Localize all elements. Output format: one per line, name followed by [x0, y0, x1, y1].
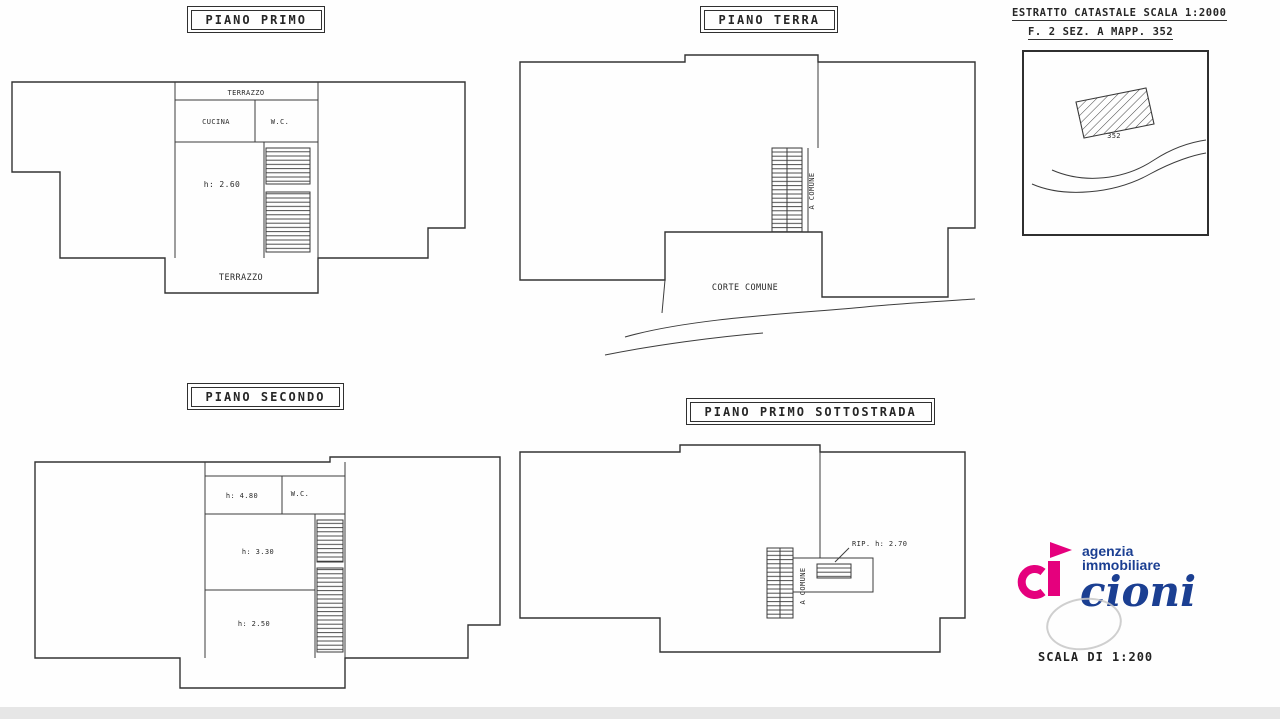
cadastral-map-drawing: 352	[1031, 87, 1207, 193]
agency-line2: immobiliare	[1082, 557, 1161, 573]
title-box-piano-primo: PIANO PRIMO	[187, 6, 326, 33]
outline-piano-secondo	[34, 456, 501, 689]
logo-c-shape	[1017, 565, 1046, 599]
outline-piano-primo	[11, 81, 466, 294]
agency-wordmark: agenzia immobiliare cioni	[1080, 543, 1197, 616]
label-cucina: CUCINA	[202, 118, 230, 126]
label-stair-comune-terra: A COMUNE	[808, 173, 816, 210]
agency-logo-icon	[1017, 542, 1072, 599]
label-stair-comune-sottostrada: A COMUNE	[799, 568, 807, 605]
label-height-260: h: 2.60	[204, 180, 241, 189]
title-text-piano-secondo: PIANO SECONDO	[190, 386, 341, 407]
stairs-piano-secondo	[316, 519, 344, 653]
label-height-250: h: 2.50	[238, 620, 270, 628]
label-rip-height: RIP. h: 2.70	[852, 540, 907, 548]
title-box-piano-terra: PIANO TERRA	[700, 6, 839, 33]
stairs-sottostrada	[766, 547, 852, 619]
plan-drawing-piano-terra: A COMUNE CORTE COMUNE	[519, 54, 976, 356]
title-text-piano-primo-sottostrada: PIANO PRIMO SOTTOSTRADA	[689, 401, 932, 422]
cadastral-heading-line2: F. 2 SEZ. A MAPP. 352	[1028, 26, 1174, 40]
cadastral-parcel: 352	[1075, 87, 1155, 140]
title-box-piano-secondo: PIANO SECONDO	[187, 383, 344, 410]
stairs-piano-terra	[771, 147, 809, 233]
interior-walls-piano-primo	[174, 82, 319, 258]
outline-piano-terra	[519, 54, 976, 298]
label-terrazzo-bottom: TERRAZZO	[219, 273, 263, 283]
label-terrazzo-top: TERRAZZO	[228, 89, 265, 97]
cadastral-map-box: 352	[1022, 50, 1209, 236]
label-wc-piano-secondo: W.C.	[291, 490, 309, 498]
parcel-number: 352	[1107, 132, 1121, 140]
label-height-330: h: 3.30	[242, 548, 274, 556]
outline-piano-primo-sottostrada	[519, 444, 966, 653]
scale-note: SCALA DI 1:200	[1038, 650, 1154, 664]
logo-flag-shape	[1050, 542, 1072, 558]
logo-bar-shape	[1048, 561, 1060, 596]
agency-name: cioni	[1080, 567, 1197, 616]
plan-drawing-piano-secondo: h: 4.80 W.C. h: 3.30 h: 2.50	[34, 456, 501, 689]
title-text-piano-terra: PIANO TERRA	[703, 9, 835, 30]
label-height-480: h: 4.80	[226, 492, 258, 500]
cadastral-heading-line1: ESTRATTO CATASTALE SCALA 1:2000	[1012, 7, 1227, 21]
plan-drawing-piano-primo: TERRAZZO CUCINA W.C. h: 2.60 TERRAZZO	[11, 81, 466, 294]
cadastral-road-lines	[1031, 139, 1207, 193]
scan-edge-strip	[0, 707, 1280, 719]
label-corte-comune: CORTE COMUNE	[712, 283, 778, 293]
label-wc-piano-primo: W.C.	[271, 118, 289, 126]
interior-walls-piano-terra	[661, 62, 819, 314]
ground-lines	[604, 298, 976, 356]
agency-line1: agenzia	[1082, 543, 1134, 559]
stairs-piano-primo	[265, 147, 311, 253]
plan-drawing-piano-primo-sottostrada: A COMUNE RIP. h: 2.70	[519, 444, 966, 653]
interior-walls-piano-secondo	[204, 462, 346, 658]
title-box-piano-primo-sottostrada: PIANO PRIMO SOTTOSTRADA	[686, 398, 936, 425]
title-text-piano-primo: PIANO PRIMO	[190, 9, 322, 30]
